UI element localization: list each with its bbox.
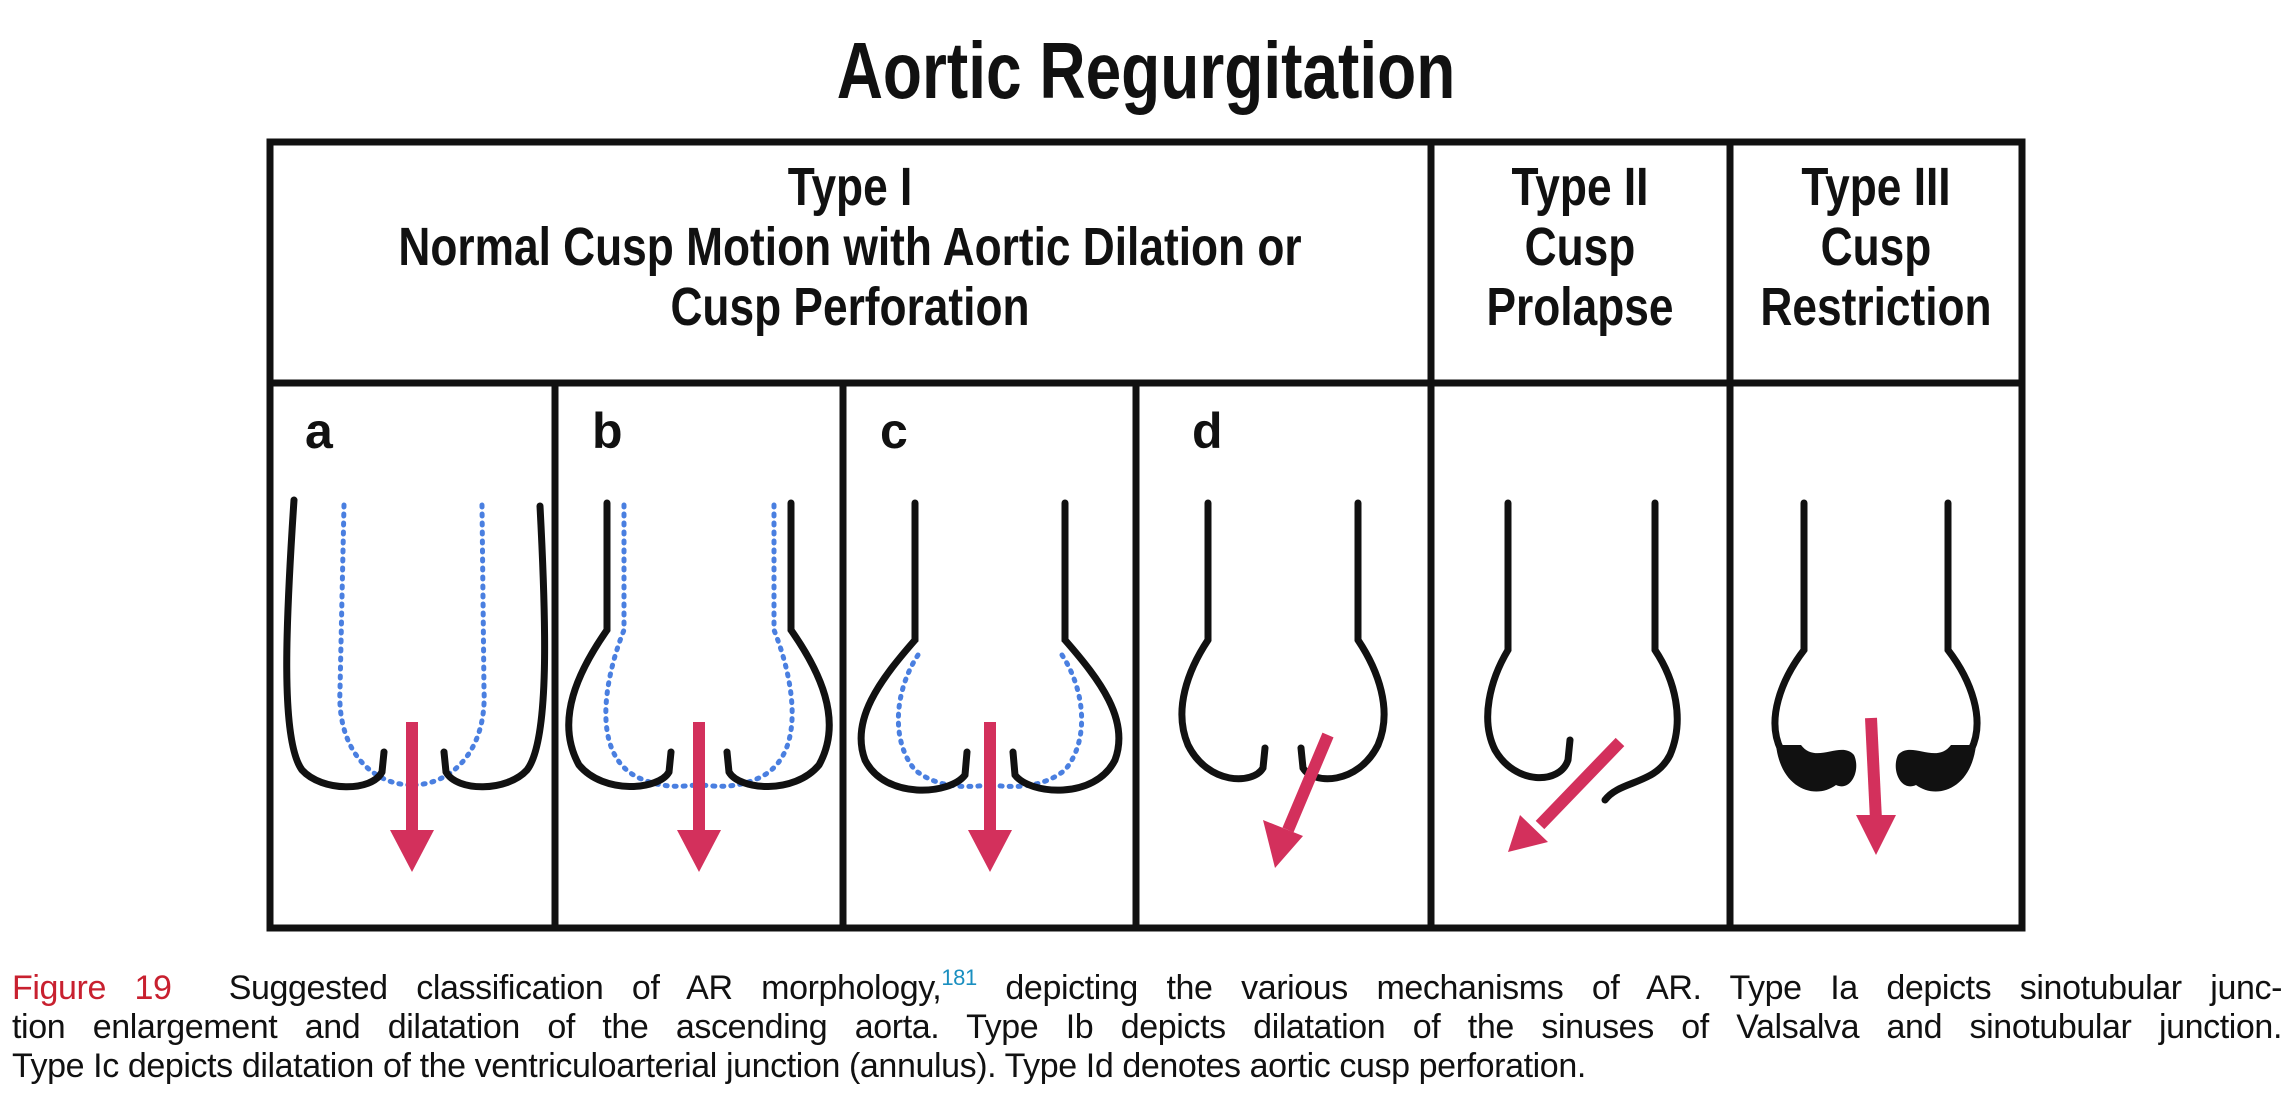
caption-line-3: Type Ic depicts dilatation of the ventri… xyxy=(12,1047,1586,1085)
header-type-1: Type I Normal Cusp Motion with Aortic Di… xyxy=(398,157,1301,337)
panel-label-d: d xyxy=(1192,403,1223,459)
panel-a-illustration xyxy=(283,496,549,872)
header-type-2: Type II Cusp Prolapse xyxy=(1487,157,1674,337)
prolapsed-cusp xyxy=(1601,499,1681,804)
caption-line-2: tion enlargement and dilatation of the a… xyxy=(12,1008,2282,1046)
panel-d-illustration xyxy=(1178,499,1388,868)
aortic-wall xyxy=(1484,499,1574,782)
normal-aorta-outline xyxy=(896,652,993,789)
regurgitant-jet-arrow xyxy=(1856,717,1896,855)
caption-text: Suggested classification of AR morpholog… xyxy=(228,969,942,1007)
type-1-label: Type I xyxy=(788,157,913,217)
aortic-wall xyxy=(1771,499,1808,754)
regurgitant-jet-arrow xyxy=(1508,737,1625,852)
caption-text: depicting the various mechanisms of AR. … xyxy=(976,969,2282,1007)
type-1-description-line1: Normal Cusp Motion with Aortic Dilation … xyxy=(398,217,1301,277)
normal-aorta-outline xyxy=(603,502,702,789)
aortic-wall xyxy=(1178,499,1269,783)
type-2-description-line1: Cusp xyxy=(1525,217,1636,277)
reference-link[interactable]: 181 xyxy=(941,965,977,990)
aortic-wall xyxy=(283,496,388,791)
type-1-description-line2: Cusp Perforation xyxy=(670,277,1029,337)
panel-label-a: a xyxy=(305,403,334,459)
figure-label: Figure 19 xyxy=(12,969,172,1007)
restricted-cusp xyxy=(1776,745,1857,792)
panel-b-illustration xyxy=(565,499,833,872)
panel-c-illustration xyxy=(857,499,1123,872)
normal-aorta-outline xyxy=(337,502,415,788)
regurgitant-jet-arrow xyxy=(390,722,434,872)
figure-caption: Figure 19 Suggested classification of AR… xyxy=(12,958,2282,1086)
regurgitant-jet-arrow xyxy=(968,722,1012,872)
aortic-wall xyxy=(857,499,971,794)
type-2-label: Type II xyxy=(1512,157,1649,217)
type-2-illustration xyxy=(1484,499,1681,852)
type-3-label: Type III xyxy=(1801,157,1950,217)
panel-label-c: c xyxy=(880,403,908,459)
type-3-description-line2: Restriction xyxy=(1760,277,1991,337)
aortic-wall xyxy=(565,499,675,790)
type-2-description-line2: Prolapse xyxy=(1487,277,1674,337)
caption-line-1: Figure 19 Suggested classification of AR… xyxy=(12,958,2282,1008)
classification-table xyxy=(266,138,2026,932)
panel-label-b: b xyxy=(592,403,623,459)
header-type-3: Type III Cusp Restriction xyxy=(1760,157,1991,337)
regurgitant-jet-arrow xyxy=(1263,732,1334,868)
type-3-illustration xyxy=(1771,499,1981,855)
type-3-description-line1: Cusp xyxy=(1821,217,1932,277)
regurgitant-jet-arrow xyxy=(677,722,721,872)
diagram-title: Aortic Regurgitation xyxy=(837,26,1456,115)
